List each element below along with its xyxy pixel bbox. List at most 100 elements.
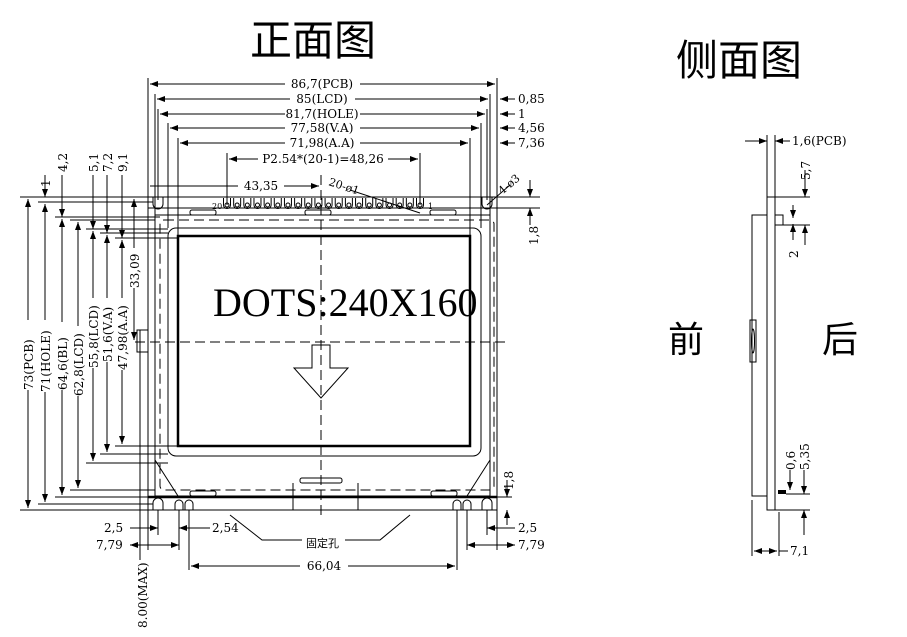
pin-icon <box>334 198 343 209</box>
mount-hole-icon <box>481 197 493 210</box>
front-view: DOTS:240X160 <box>135 175 505 520</box>
svg-text:8.00(MAX): 8.00(MAX) <box>136 562 150 628</box>
svg-text:55,8(LCD): 55,8(LCD) <box>87 305 101 368</box>
svg-text:33,09: 33,09 <box>128 254 142 288</box>
arrow-down-icon <box>292 344 350 399</box>
svg-text:81,7(HOLE): 81,7(HOLE) <box>285 107 358 121</box>
svg-text:51,6(V.A): 51,6(V.A) <box>101 307 115 362</box>
svg-text:71(HOLE): 71(HOLE) <box>39 330 53 392</box>
tab-hole-icon <box>174 499 194 510</box>
backlight-outline <box>159 219 495 491</box>
svg-text:1,8: 1,8 <box>527 226 541 245</box>
mount-hole-icon <box>152 497 164 510</box>
pin-hole <box>407 202 413 208</box>
lcd-outline <box>154 214 491 497</box>
bottom-dimensions: 2,5 7,79 2,54 66,04 2,5 7,79 1,8 8.00(MA… <box>96 330 545 628</box>
pin-icon <box>355 198 364 209</box>
svg-text:62,8(LCD): 62,8(LCD) <box>72 333 86 396</box>
svg-text:0,85: 0,85 <box>518 92 545 106</box>
svg-text:85(LCD): 85(LCD) <box>296 92 347 106</box>
svg-text:1: 1 <box>518 107 526 121</box>
screen-resolution-text: DOTS:240X160 <box>213 280 477 325</box>
pin-icon <box>365 198 374 209</box>
svg-text:9,1: 9,1 <box>116 153 130 172</box>
pin-hole <box>234 202 240 208</box>
pin-icon <box>375 198 384 209</box>
svg-text:77,58(V.A): 77,58(V.A) <box>291 121 354 135</box>
pin-icon <box>416 198 424 209</box>
side-view: 1,6(PCB) 5,7 2 0,6 5,35 7,1 <box>745 134 847 558</box>
left-dimensions: 73(PCB) 71(HOLE) 64,6(BL) 62,8(LCD) 55,8… <box>20 153 178 511</box>
pin-icon <box>385 198 394 209</box>
pin-hole <box>397 202 403 208</box>
pin-hole <box>275 202 281 208</box>
svg-text:47,98(A.A): 47,98(A.A) <box>116 305 130 370</box>
svg-text:2: 2 <box>787 250 801 258</box>
svg-text:1: 1 <box>39 179 53 187</box>
pcb-outline <box>147 196 498 511</box>
svg-text:86,7(PCB): 86,7(PCB) <box>291 77 353 91</box>
front-view-title: 正面图 <box>250 16 376 65</box>
pin-icon <box>223 198 231 209</box>
svg-text:20: 20 <box>212 202 222 211</box>
pin-hole <box>254 202 260 208</box>
pin-icon <box>314 198 323 209</box>
pin-icon <box>294 198 303 209</box>
pin-hole <box>315 202 321 208</box>
mount-hole-icon <box>152 197 164 210</box>
svg-text:7,79: 7,79 <box>518 538 545 552</box>
svg-text:71,98(A.A): 71,98(A.A) <box>290 136 355 150</box>
svg-text:1,8: 1,8 <box>502 471 516 490</box>
pin-icon <box>263 198 272 209</box>
svg-text:2,54: 2,54 <box>212 521 239 535</box>
svg-text:0,6: 0,6 <box>784 451 798 470</box>
pin-hole <box>356 202 362 208</box>
pin-icon <box>324 198 333 209</box>
svg-text:2,5: 2,5 <box>518 521 537 535</box>
pin-hole <box>346 202 352 208</box>
pin-hole <box>265 202 271 208</box>
svg-text:4,56: 4,56 <box>518 121 545 135</box>
pin-hole <box>305 202 311 208</box>
back-label: 后 <box>822 320 858 361</box>
svg-text:43,35: 43,35 <box>244 179 278 193</box>
pin-icon <box>273 198 282 209</box>
pin-header: 20 1 <box>212 198 433 211</box>
side-lcd <box>751 214 768 497</box>
pin-hole <box>336 202 342 208</box>
pin-icon <box>233 198 242 209</box>
pin-icon <box>304 198 313 209</box>
svg-text:5,35: 5,35 <box>798 443 812 470</box>
svg-text:5,7: 5,7 <box>799 161 813 180</box>
svg-text:P2.54*(20-1)=48,26: P2.54*(20-1)=48,26 <box>262 152 384 166</box>
svg-text:7,2: 7,2 <box>101 153 115 172</box>
pin-hole <box>376 202 382 208</box>
pin-hole <box>244 202 250 208</box>
side-pcb <box>766 196 776 511</box>
svg-text:20-ø1: 20-ø1 <box>327 175 361 197</box>
top-dimensions: 86,7(PCB) 85(LCD) 81,7(HOLE) 77,58(V.A) … <box>147 76 545 245</box>
tab-hole-icon <box>452 499 472 510</box>
svg-text:1,6(PCB): 1,6(PCB) <box>792 134 847 148</box>
active-area <box>176 234 472 448</box>
pin-icon <box>344 198 353 209</box>
pin-icon <box>283 198 292 209</box>
svg-text:7,36: 7,36 <box>518 136 545 150</box>
svg-text:73(PCB): 73(PCB) <box>22 339 36 390</box>
side-view-title: 侧面图 <box>676 36 802 85</box>
mount-hole-icon <box>481 497 493 510</box>
pin-hole <box>295 202 301 208</box>
pin-icon <box>253 198 262 209</box>
svg-text:1: 1 <box>428 202 433 211</box>
svg-text:5,1: 5,1 <box>87 153 101 172</box>
svg-text:64,6(BL): 64,6(BL) <box>56 337 70 390</box>
pin-hole <box>366 202 372 208</box>
pin-icon <box>405 198 414 209</box>
svg-text:2,5: 2,5 <box>104 521 123 535</box>
pin-icon <box>243 198 252 209</box>
mounting-hole-label: 固定孔 <box>306 536 339 550</box>
svg-text:7,79: 7,79 <box>96 538 123 552</box>
pin-hole <box>326 202 332 208</box>
pin-hole <box>285 202 291 208</box>
